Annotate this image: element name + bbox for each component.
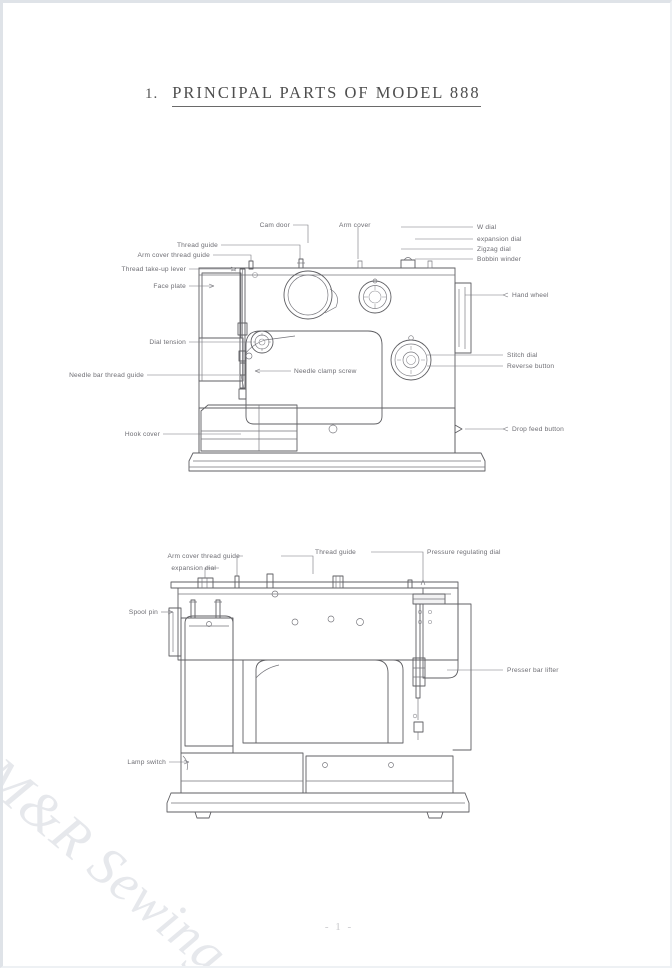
label-cam-door: Cam door [260,222,291,229]
label-presser-bar-lifter: Presser bar lifter [507,667,559,674]
label-face-plate: Face plate [153,283,186,290]
label-arm-cover: Arm cover [339,222,371,229]
label-bobbin-winder: Bobbin winder [477,256,522,263]
label-spool-pin: Spool pin [129,609,158,616]
section-number: 1. [145,86,159,102]
label-thread-guide-rear: Thread guide [315,549,356,556]
label-needle-bar-thread-guide: Needle bar thread guide [69,372,144,379]
rear-view-diagram: Arm cover thread guide expansion dial Th… [3,538,670,828]
label-hook-cover: Hook cover [125,431,161,438]
page-footer: - 1 - [324,921,354,933]
label-hand-wheel: Hand wheel [512,292,549,299]
label-stitch-dial: Stitch dial [507,352,538,359]
label-lamp-switch: Lamp switch [127,759,166,766]
label-dial-tension: Dial tension [149,339,186,346]
label-arm-cover-thread-guide: Arm cover thread guide [138,252,211,259]
page-title: 1. PRINCIPAL PARTS OF MODEL 888 [145,83,481,107]
front-view-diagram: Thread guide Cam door Arm cover Arm cove… [3,203,670,503]
label-pressure-regulating-dial: Pressure regulating dial [427,549,501,556]
label-thread-take-up-lever: Thread take-up lever [122,266,187,273]
label-thread-guide: Thread guide [177,242,218,249]
label-needle-clamp-screw: Needle clamp screw [294,368,357,375]
label-arm-cover-thread-guide-rear: Arm cover thread guide [168,553,241,560]
label-expansion-dial: expansion dial [477,236,522,243]
section-title: PRINCIPAL PARTS OF MODEL 888 [172,83,481,107]
label-reverse-button: Reverse button [507,363,554,370]
label-zigzag-dial: Zigzag dial [477,246,511,253]
label-drop-feed-button: Drop feed button [512,426,564,433]
label-w-dial: W dial [477,224,497,231]
label-expansion-dial-rear: expansion dial [171,565,216,572]
